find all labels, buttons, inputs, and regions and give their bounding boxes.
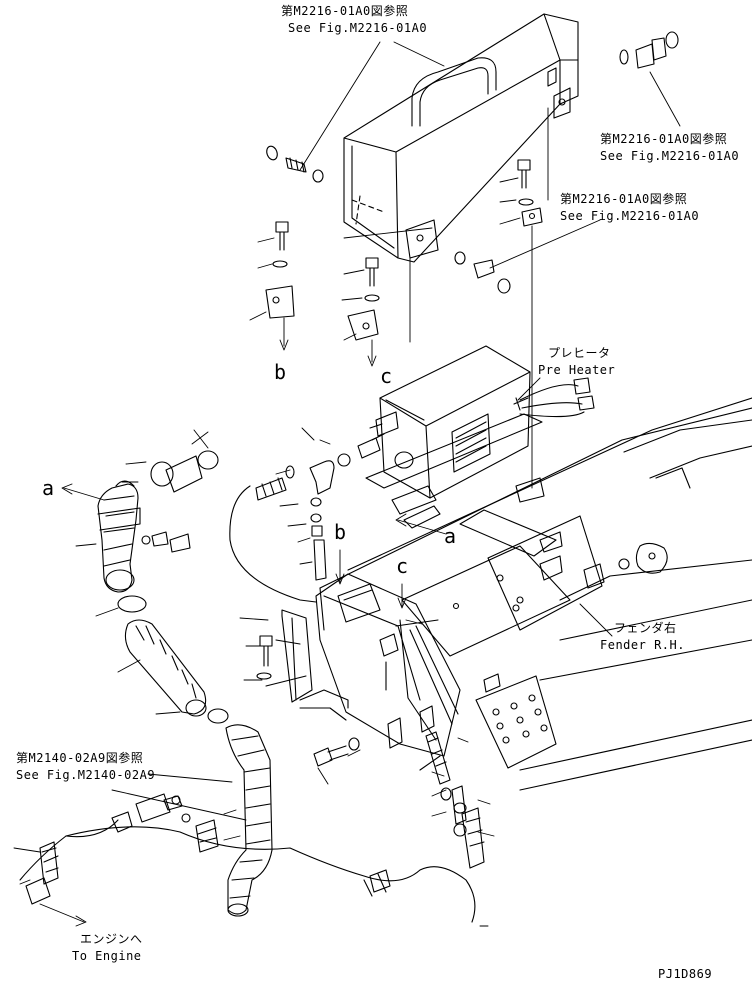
marker-a-left: a [42,476,55,500]
air-ducts [97,450,273,917]
cover-bolts [265,31,679,341]
leader-lines [249,41,681,489]
preheater-label-jp: プレヒータ [548,346,611,360]
callout-right1-jp: 第M2216-01A0図参照 [600,132,728,146]
callout-top-en: See Fig.M2216-01A0 [288,21,428,35]
drawing-id: PJ1D869 [658,967,713,981]
engine-label-jp: エンジンへ [80,932,143,946]
coolant-pipes [19,437,485,923]
marker-c-lower: c [396,554,409,578]
callout-right1-en: See Fig.M2216-01A0 [600,149,740,163]
callout-top-jp: 第M2216-01A0図参照 [281,4,409,18]
marker-b-lower: b [334,520,347,544]
fender-label-jp: フェンダ右 [614,621,677,635]
engine-label-en: To Engine [72,949,142,963]
pre-heater [365,345,595,529]
callout-right2-en: See Fig.M2216-01A0 [560,209,700,223]
marker-c-upper: c [380,364,393,388]
callout-leaders [13,377,613,927]
callout-right2-jp: 第M2216-01A0図参照 [560,192,688,206]
callout-left-jp: 第M2140-02A9図参照 [16,751,144,765]
marker-b-upper: b [274,360,287,384]
heater-cover [343,13,579,263]
marker-a-center: a [444,524,457,548]
fender-label-en: Fender R.H. [600,638,685,652]
preheater-label-en: Pre Heater [538,363,616,377]
base-bolts [256,635,360,767]
fender-frame [265,397,752,791]
callout-left-en: See Fig.M2140-02A9 [16,768,156,782]
